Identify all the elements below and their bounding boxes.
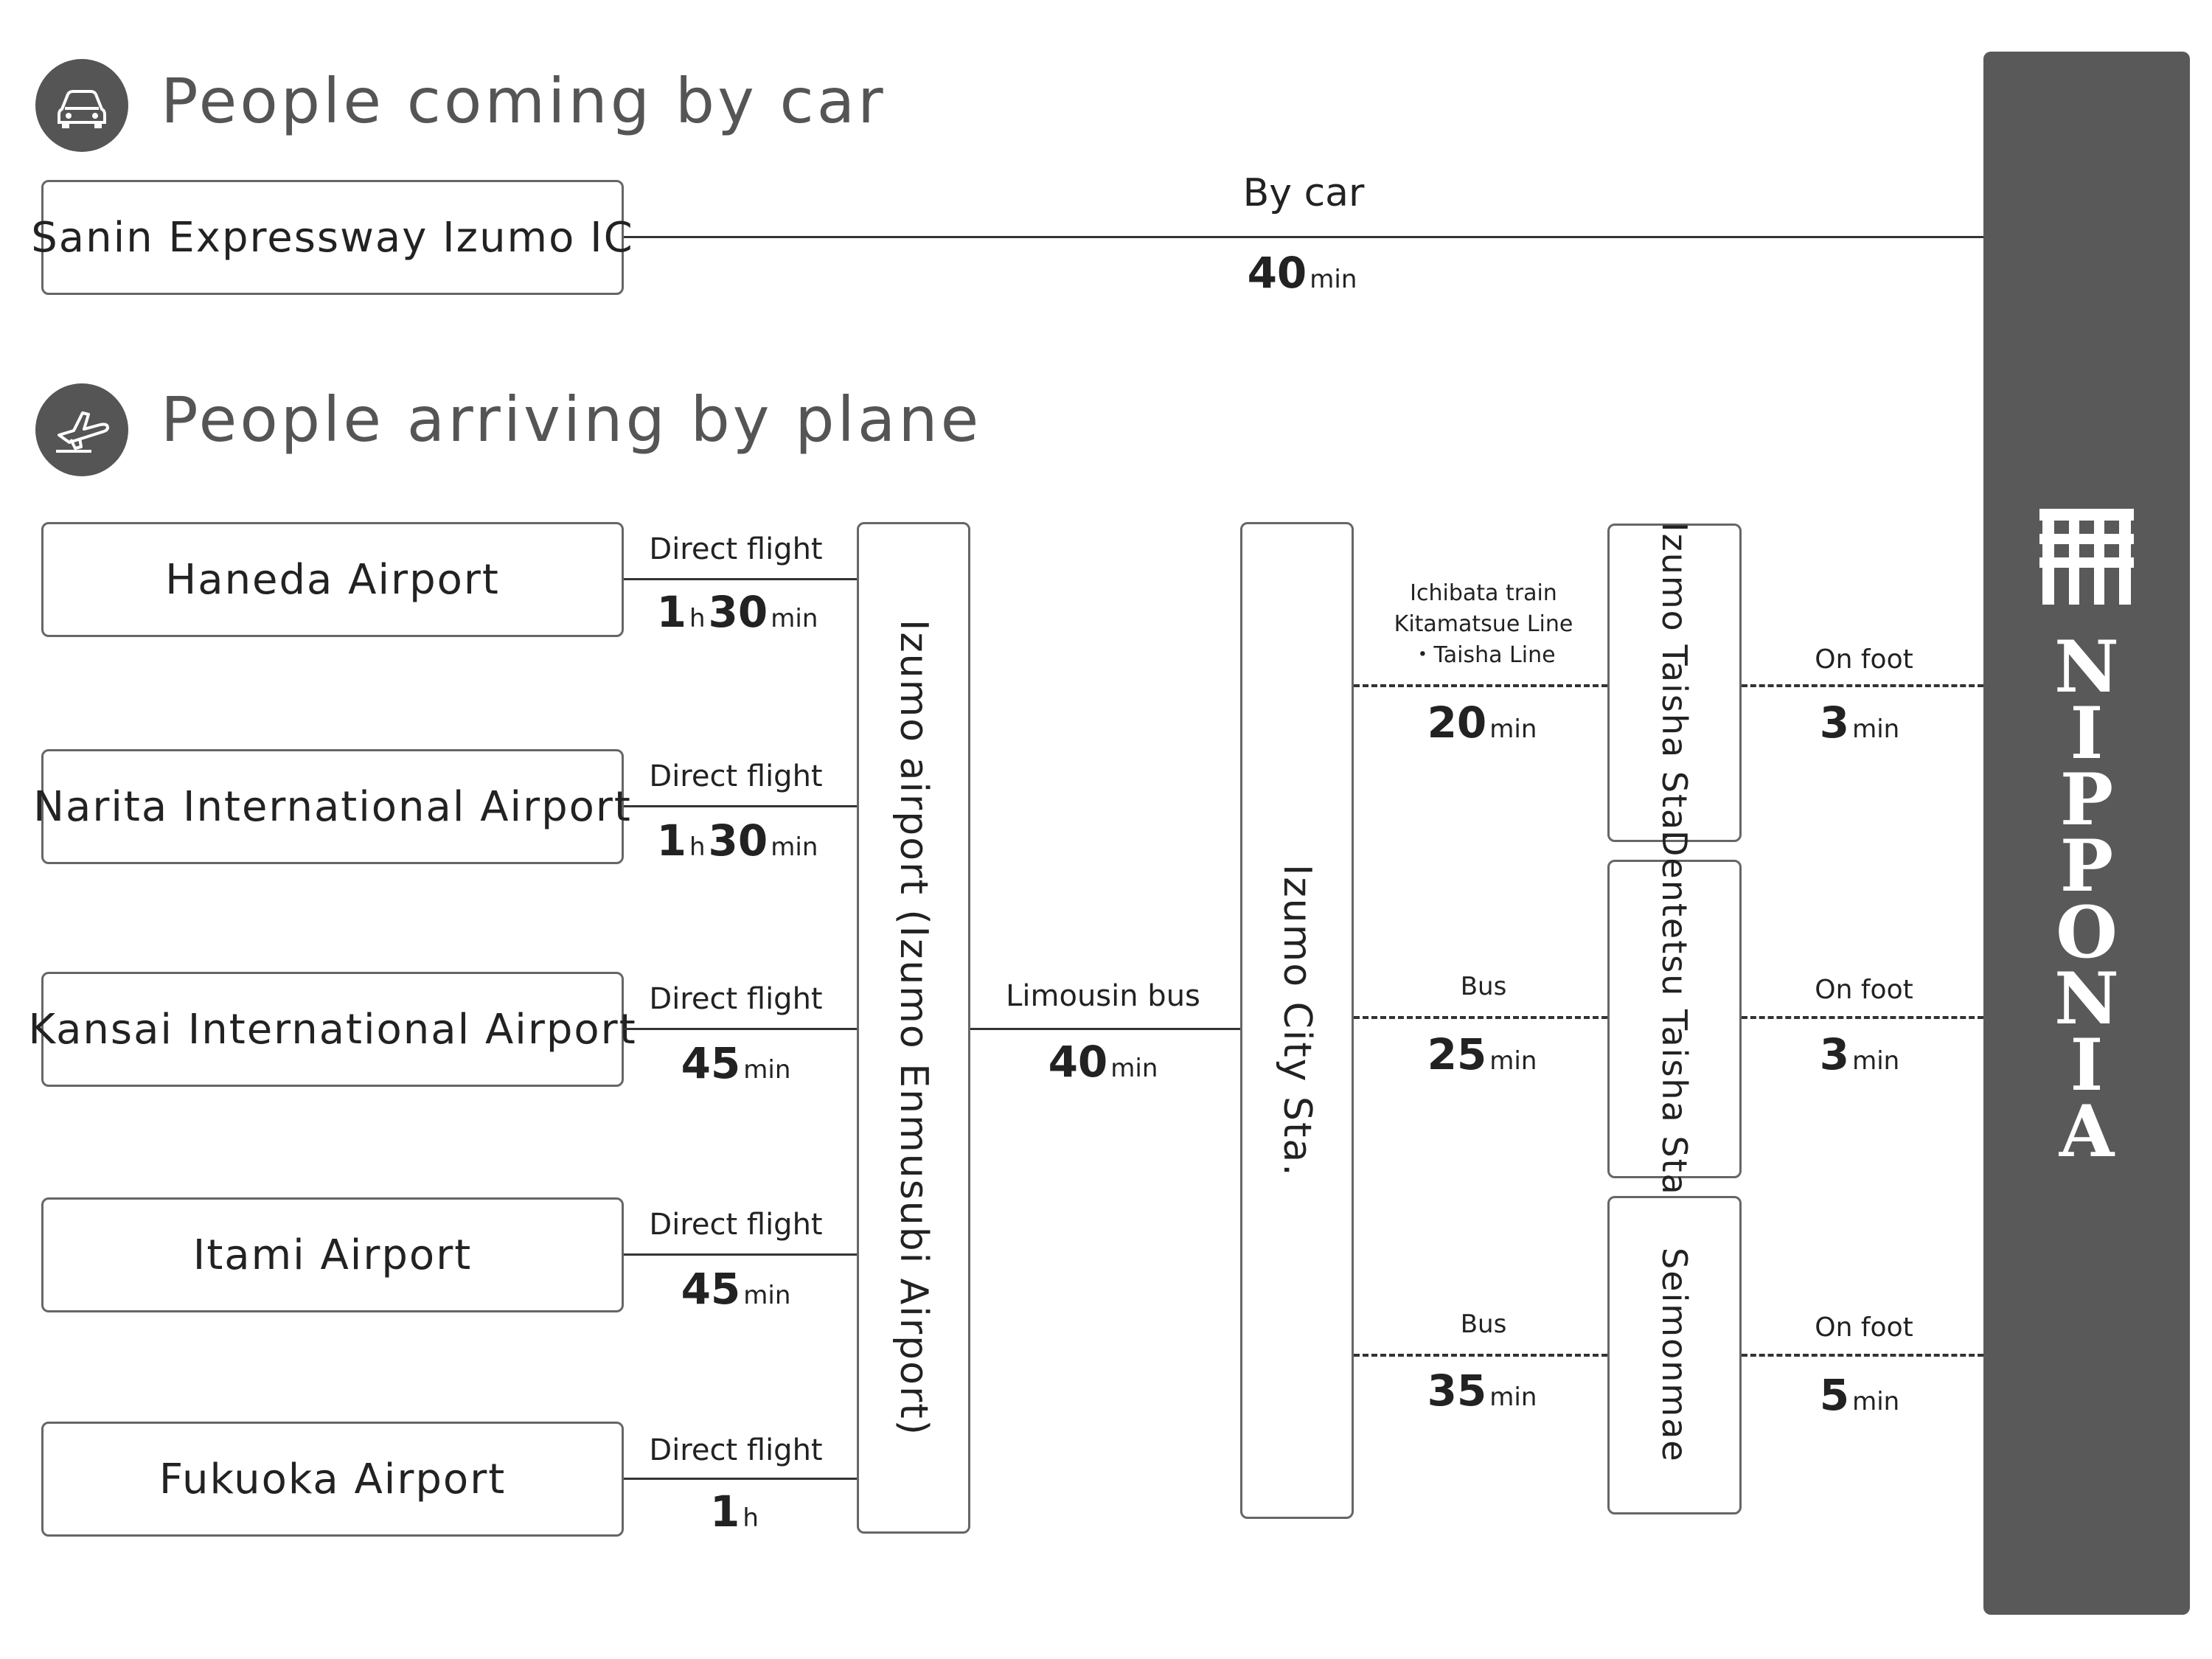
flight-line-fukuoka [624, 1478, 857, 1480]
bus-line-dentetsu [1354, 1016, 1607, 1019]
flight-line-itami [624, 1253, 857, 1256]
destination-banner-nipponia: N I P P O N I A [1983, 52, 2190, 1615]
city-station-box-izumo: Izumo City Sta. [1240, 522, 1354, 1519]
foot-mode-izumo-taisha: On foot [1815, 644, 1913, 675]
bus-line-seimonmae [1354, 1354, 1607, 1357]
flight-mode-fukuoka: Direct flight [649, 1433, 823, 1467]
flight-line-kansai [624, 1028, 857, 1030]
foot-line-seimonmae [1742, 1354, 1983, 1357]
flight-line-haneda [624, 578, 857, 580]
flight-mode-itami: Direct flight [649, 1208, 823, 1242]
limousine-mode: Limousin bus [1006, 979, 1200, 1013]
foot-line-izumo-taisha [1742, 684, 1983, 687]
station-box-dentetsu-taisha: Dentetsu Taisha Sta. [1607, 830, 1742, 1208]
bus-mode-seimonmae: Bus [1460, 1310, 1507, 1339]
origin-box-sanin-ic: Sanin Expressway Izumo IC [31, 180, 633, 295]
flight-mode-kansai: Direct flight [649, 982, 823, 1016]
airport-box-narita: Narita International Airport [33, 749, 630, 864]
train-line-leg [1354, 684, 1607, 687]
car-route-mode: By car [1242, 171, 1365, 215]
hub-airport-box-izumo: Izumo airport (Izumo Enmusubi Airport) [857, 522, 970, 1534]
airport-box-kansai: Kansai International Airport [28, 972, 636, 1087]
foot-mode-seimonmae: On foot [1815, 1312, 1913, 1343]
station-box-izumo-taisha: Izumo Taisha Sta. [1607, 522, 1742, 844]
car-section-title: People coming by car [161, 65, 886, 137]
hub-airport-label: Izumo airport (Izumo Enmusubi Airport) [891, 619, 936, 1436]
plane-section-title: People arriving by plane [161, 383, 982, 456]
flight-mode-haneda: Direct flight [649, 532, 823, 566]
airplane-icon [35, 383, 128, 476]
gate-logo-icon [2039, 509, 2134, 605]
airport-box-itami: Itami Airport [41, 1197, 624, 1312]
city-station-label: Izumo City Sta. [1275, 863, 1319, 1178]
foot-mode-dentetsu: On foot [1815, 975, 1913, 1005]
station-box-seimonmae: Seimonmae [1607, 1196, 1742, 1514]
flight-line-narita [624, 805, 857, 807]
flight-mode-narita: Direct flight [649, 759, 823, 793]
car-route-line [624, 236, 1983, 238]
train-mode-label: Ichibata train Kitamatsue Line ・Taisha L… [1394, 580, 1573, 668]
origin-label: Sanin Expressway Izumo IC [31, 213, 634, 262]
airport-box-haneda: Haneda Airport [41, 522, 624, 637]
limousine-line [970, 1028, 1240, 1030]
foot-line-dentetsu [1742, 1016, 1983, 1019]
airport-box-fukuoka: Fukuoka Airport [41, 1422, 624, 1537]
bus-mode-dentetsu: Bus [1460, 972, 1507, 1001]
car-icon [35, 59, 128, 152]
destination-brand-name: N I P P O N I A [2054, 625, 2119, 1173]
